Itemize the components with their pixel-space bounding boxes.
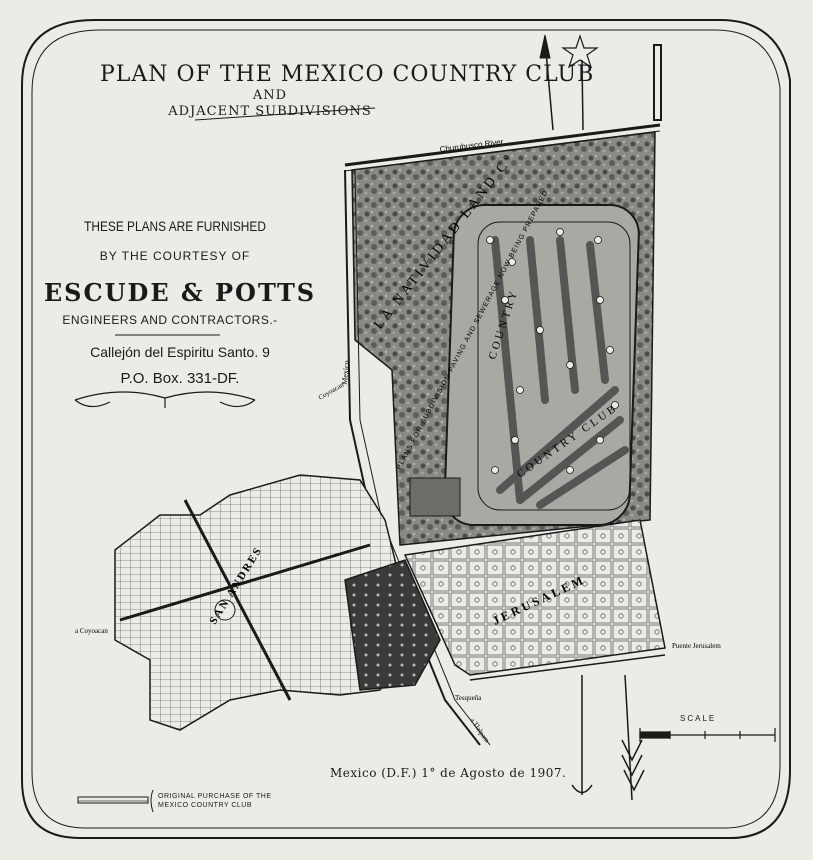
- scale-label: SCALE: [680, 714, 717, 723]
- firm-profession: ENGINEERS AND CONTRACTORS.-: [62, 313, 278, 327]
- north-arrow: [539, 34, 584, 131]
- club-buildings: [409, 477, 461, 517]
- legend-swatch: [77, 796, 149, 804]
- legend-text: ORIGINAL PURCHASE OF THE MEXICO COUNTRY …: [158, 792, 272, 810]
- legend-line-1: ORIGINAL PURCHASE OF THE: [158, 793, 272, 800]
- inner-border: [31, 29, 781, 829]
- ornament-flourish: [74, 391, 256, 408]
- credit-line-2: BY THE COURTESY OF: [99, 249, 251, 263]
- tlalpam-label: a Tlalpam: [468, 717, 491, 745]
- map-subtitle: ADJACENT SUBDIVISIONS: [168, 104, 372, 119]
- mexico-road-label: Mexico: [340, 360, 351, 385]
- churubusco-river: [344, 123, 661, 167]
- jerusalem-subdivision: [403, 519, 666, 676]
- coyoacan-top-label: Coyoacan: [317, 381, 346, 402]
- tesquena-label: Tesqueña: [455, 694, 482, 702]
- outer-border: [21, 19, 791, 839]
- puente-label: Puente Jerusalem: [672, 642, 721, 650]
- original-purchase-area: [344, 559, 441, 691]
- tees: [486, 228, 619, 474]
- compass-star: [561, 34, 599, 69]
- date-line: Mexico (D.F.) 1° de Agosto de 1907.: [330, 766, 567, 780]
- san-andres-plaza: [214, 599, 236, 621]
- firm-po-box: P.O. Box. 331-DF.: [120, 370, 240, 387]
- coyoacan-left-label: a Coyoacan: [75, 627, 108, 635]
- firm-address: Callejón del Espiritu Santo. 9: [90, 344, 270, 360]
- firm-name: ESCUDE & POTTS: [43, 278, 317, 307]
- south-arrows: [571, 674, 645, 801]
- scale-bar: [639, 728, 776, 742]
- credit-line-1: THESE PLANS ARE FURNISHED: [84, 218, 266, 234]
- legend-line-2: MEXICO COUNTRY CLUB: [158, 802, 253, 809]
- map-title: PLAN OF THE MEXICO COUNTRY CLUB: [100, 62, 595, 87]
- map-title-and: AND: [252, 88, 288, 103]
- boundary-marker: [653, 44, 662, 121]
